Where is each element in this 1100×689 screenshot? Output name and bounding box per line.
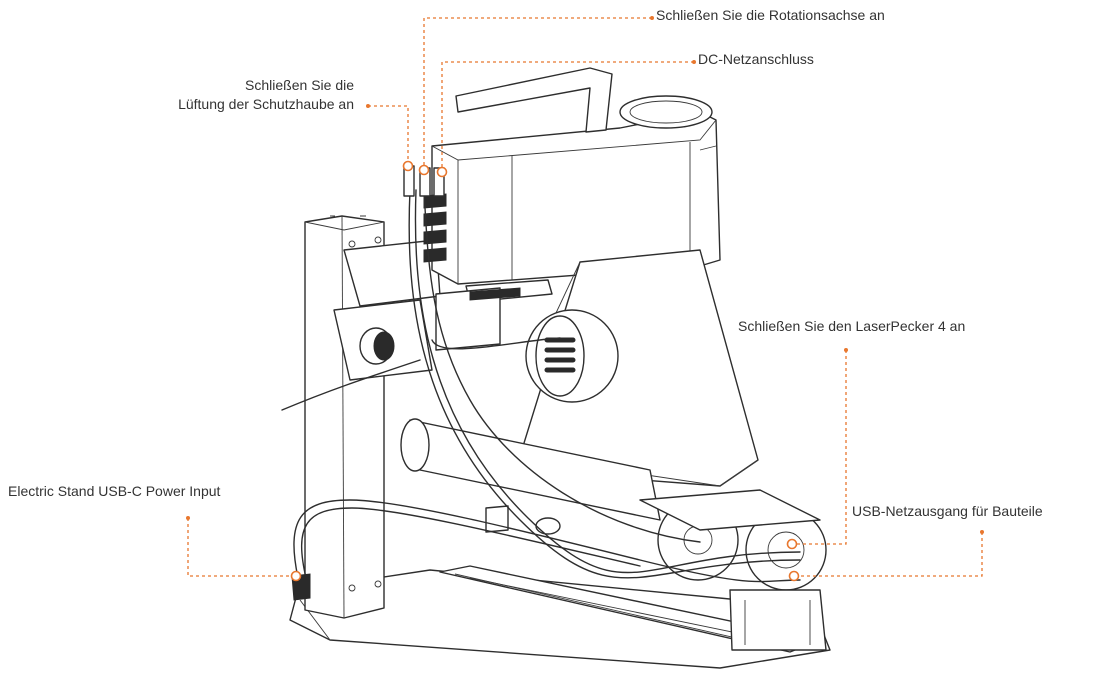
leader-usb-c-input-port-marker — [290, 570, 302, 582]
leader-dc-power-start-dot — [692, 60, 696, 64]
leader-usb-output-port-marker — [788, 570, 800, 582]
leader-dc-power — [441, 61, 694, 172]
callout-hood-vent-line-2: Lüftung der Schutzhaube an — [178, 96, 354, 112]
leader-rotation-axis-port-marker — [418, 164, 430, 176]
leader-usb-output-start-dot — [980, 530, 984, 534]
handle — [455, 67, 613, 133]
cable-usb-c — [293, 499, 801, 583]
leader-usb-output — [794, 532, 983, 577]
leader-rotation-axis-start-dot — [650, 16, 654, 20]
callout-hood-vent-line-1: Schließen Sie die — [245, 77, 354, 93]
leader-laserpecker-start-dot — [844, 348, 848, 352]
leader-usb-c-input — [187, 518, 296, 577]
callout-hood-vent: Schließen Sie die Lüftung der Schutzhaub… — [98, 76, 354, 114]
leader-rotation-axis — [423, 17, 652, 170]
callout-rotation-axis-text: Schließen Sie die Rotationsachse an — [656, 7, 885, 23]
callout-usb-c-input-text: Electric Stand USB-C Power Input — [8, 483, 221, 499]
cable-left — [431, 337, 561, 350]
leader-dc-power-port-marker — [436, 166, 448, 178]
callout-rotation-axis: Schließen Sie die Rotationsachse an — [656, 6, 885, 25]
leader-laserpecker — [792, 350, 847, 545]
leader-hood-vent-start-dot — [366, 104, 370, 108]
callout-usb-output: USB-Netzausgang für Bauteile — [852, 502, 1043, 521]
callout-dc-power-text: DC-Netzanschluss — [698, 51, 814, 67]
callout-dc-power: DC-Netzanschluss — [698, 50, 814, 69]
leader-usb-c-input-start-dot — [186, 516, 190, 520]
leader-hood-vent-port-marker — [402, 160, 414, 172]
callout-usb-output-text: USB-Netzausgang für Bauteile — [852, 503, 1043, 519]
callout-laserpecker-text: Schließen Sie den LaserPecker 4 an — [738, 318, 966, 334]
callout-laserpecker: Schließen Sie den LaserPecker 4 an — [738, 317, 965, 336]
leader-hood-vent — [368, 105, 409, 166]
leader-laserpecker-port-marker — [786, 538, 798, 550]
callout-usb-c-input: Electric Stand USB-C Power Input — [8, 482, 220, 501]
cable-main — [408, 189, 801, 579]
cable-rotary — [423, 189, 701, 543]
